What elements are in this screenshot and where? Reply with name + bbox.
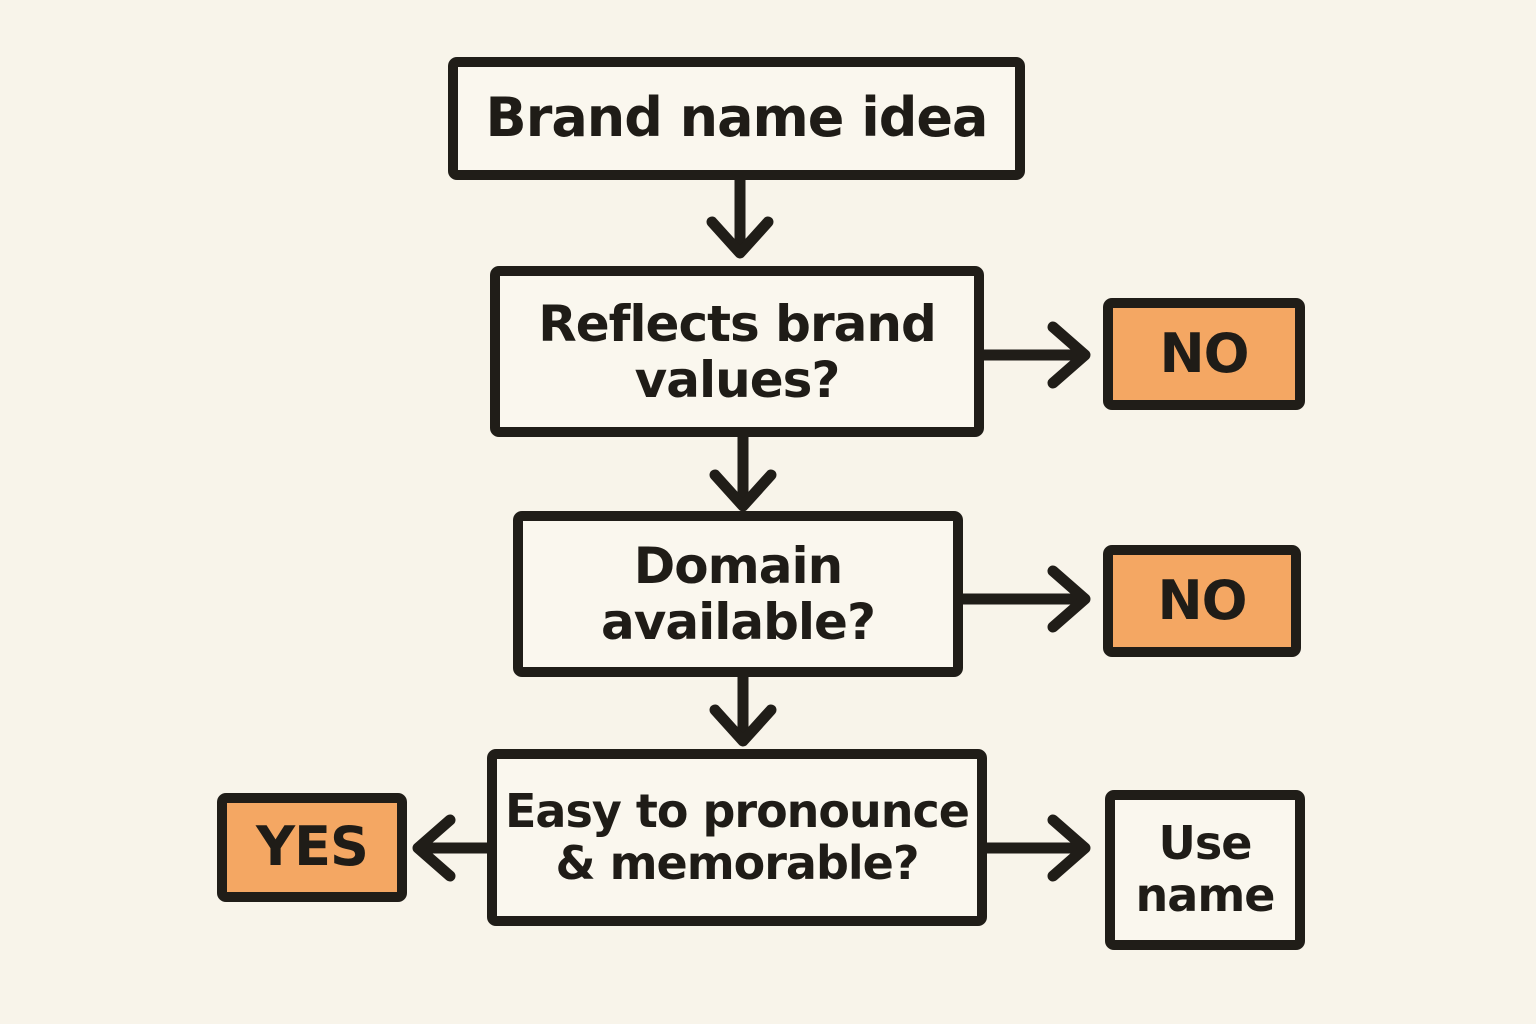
arrow-q3-to-end: [981, 814, 1091, 882]
node-label: NO: [1159, 321, 1249, 385]
node-label: NO: [1157, 568, 1247, 632]
arrow-q1-to-no1: [978, 321, 1091, 389]
node-easy-to-pronounce: Easy to pronounce & memorable?: [487, 749, 987, 926]
node-label: YES: [256, 815, 369, 879]
node-no-reflects: NO: [1103, 298, 1305, 410]
node-label-line1: Use: [1158, 816, 1253, 871]
arrow-q2-to-no2: [957, 565, 1091, 633]
node-label-line2: available?: [601, 593, 876, 651]
node-label-line1: Reflects brand: [538, 294, 936, 353]
node-label-line1: Domain: [633, 537, 843, 595]
node-use-name: Use name: [1105, 790, 1305, 950]
node-label: Brand name idea: [485, 86, 989, 150]
arrow-q2-to-q3: [709, 670, 777, 747]
node-reflects-brand-values: Reflects brand values?: [490, 266, 984, 437]
node-label-line2: & memorable?: [555, 835, 919, 890]
node-domain-available: Domain available?: [513, 511, 963, 677]
node-brand-name-idea: Brand name idea: [448, 57, 1025, 180]
node-no-domain: NO: [1103, 545, 1301, 657]
node-label-line2: values?: [634, 350, 841, 409]
node-label-line1: Easy to pronounce: [505, 783, 970, 838]
arrow-q3-to-yes: [412, 814, 493, 882]
node-yes: YES: [217, 793, 407, 902]
node-label-line2: name: [1135, 868, 1276, 922]
arrow-q1-to-q2: [709, 430, 777, 512]
arrow-start-to-q1: [706, 172, 774, 259]
